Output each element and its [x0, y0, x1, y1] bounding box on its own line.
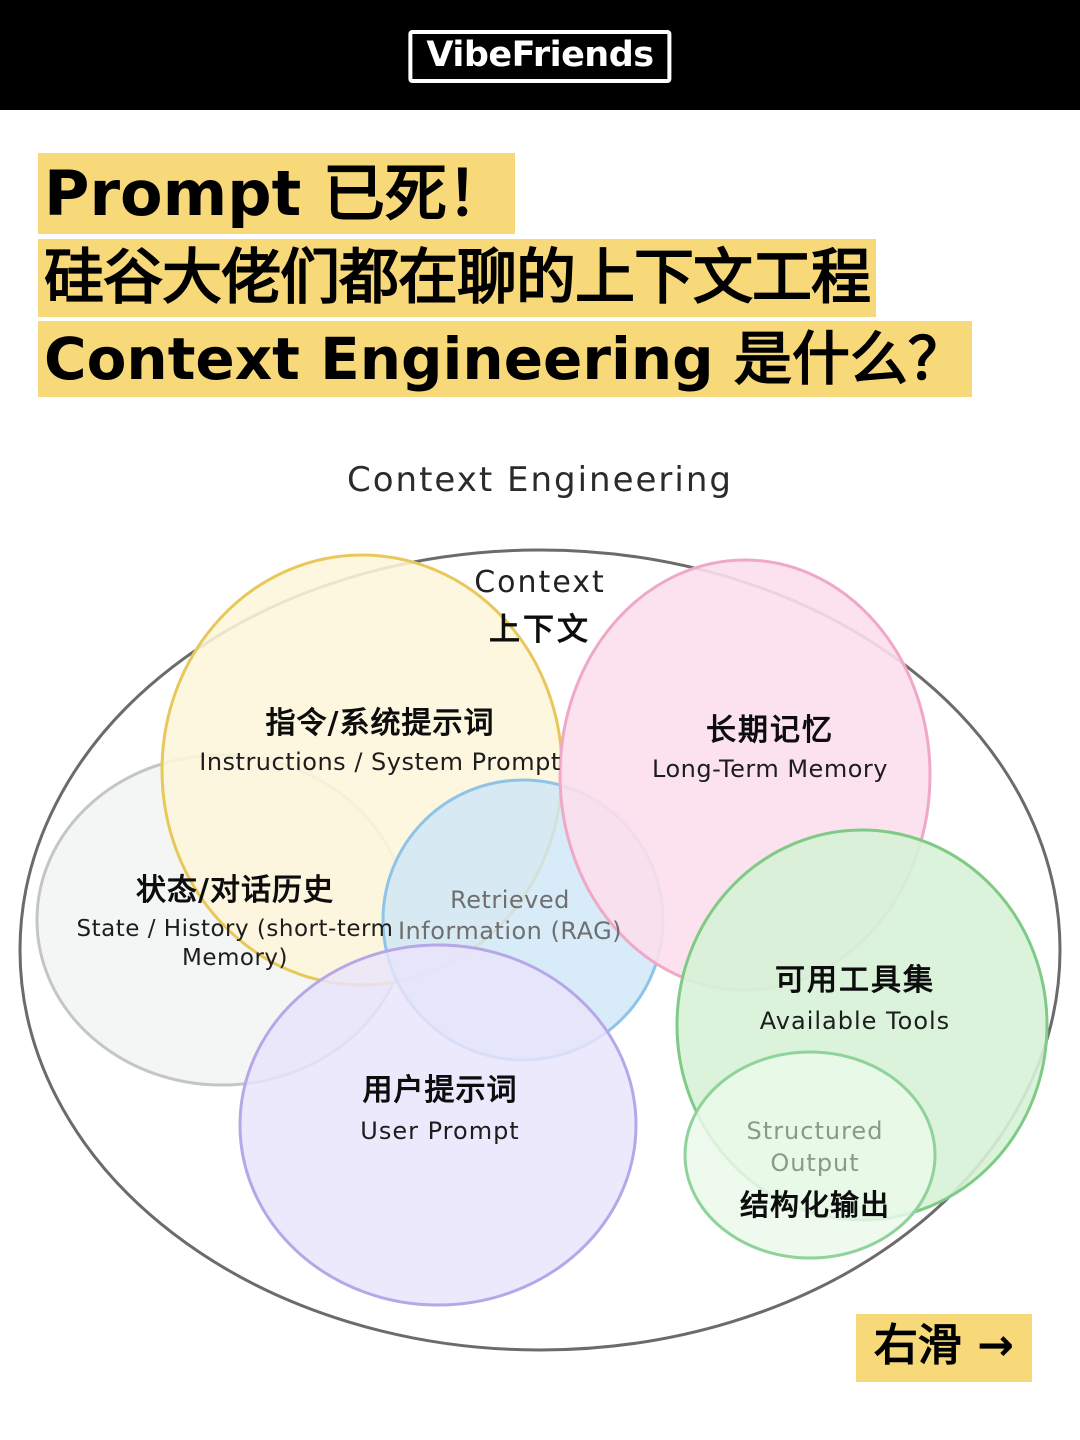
title-line-3: Context Engineering 是什么？: [38, 321, 1048, 399]
user-prompt-circle: [238, 943, 638, 1307]
venn-diagram: Context Engineering Context 上下文 指令/系统提示词…: [0, 440, 1080, 1400]
page-title: Prompt 已死！ 硅谷大佬们都在聊的上下文工程 Context Engine…: [38, 152, 1048, 402]
title-line-1-text: Prompt 已死！: [38, 153, 515, 234]
title-line-2: 硅谷大佬们都在聊的上下文工程: [38, 238, 1048, 318]
diagram-title: Context Engineering: [346, 460, 733, 500]
swipe-right-badge[interactable]: 右滑 →: [855, 1313, 1032, 1382]
outer-context-ellipse: [18, 548, 1062, 1352]
header-bar: VibeFriends: [0, 0, 1080, 110]
structured-output-circle: [683, 1050, 937, 1260]
title-line-1: Prompt 已死！: [38, 152, 1048, 235]
title-line-3-text: Context Engineering 是什么？: [38, 321, 972, 398]
brand-logo: VibeFriends: [408, 30, 672, 83]
title-line-2-text: 硅谷大佬们都在聊的上下文工程: [38, 239, 876, 318]
venn-shapes: [18, 548, 1062, 1352]
